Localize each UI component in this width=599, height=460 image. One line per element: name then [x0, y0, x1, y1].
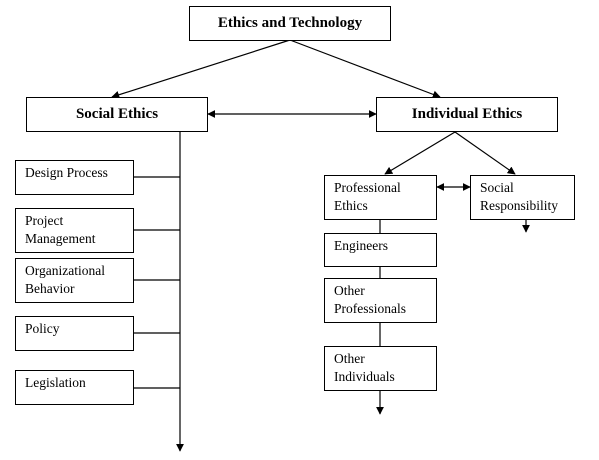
engineers-node: Engineers	[324, 233, 437, 267]
social-ethics-label: Social Ethics	[75, 106, 159, 122]
other-professionals-label: Other Professionals	[334, 283, 406, 316]
engineers-label: Engineers	[334, 238, 388, 253]
arrow-root-to-individual	[289, 39, 441, 99]
arrow-root-to-social	[111, 39, 291, 99]
project-management-label: Project Management	[25, 213, 96, 246]
social-ethics-node: Social Ethics	[26, 97, 208, 132]
legislation-label: Legislation	[25, 375, 86, 390]
individual-ethics-node: Individual Ethics	[376, 97, 558, 132]
project-management-node: Project Management	[15, 208, 134, 253]
arrow-individual-to-professional	[384, 131, 456, 175]
policy-node: Policy	[15, 316, 134, 351]
arrow-individual-to-responsibility	[454, 131, 516, 175]
other-individuals-label: Other Individuals	[334, 351, 395, 384]
root-node: Ethics and Technology	[189, 6, 391, 41]
root-label: Ethics and Technology	[217, 15, 363, 31]
professional-ethics-node: Professional Ethics	[324, 175, 437, 220]
other-professionals-node: Other Professionals	[324, 278, 437, 323]
policy-label: Policy	[25, 321, 60, 336]
individual-ethics-label: Individual Ethics	[411, 106, 523, 122]
design-process-label: Design Process	[25, 165, 108, 180]
professional-ethics-label: Professional Ethics	[334, 180, 401, 213]
legislation-node: Legislation	[15, 370, 134, 405]
social-responsibility-node: Social Responsibility	[470, 175, 575, 220]
social-responsibility-label: Social Responsibility	[480, 180, 559, 213]
other-individuals-node: Other Individuals	[324, 346, 437, 391]
organizational-behavior-node: Organizational Behavior	[15, 258, 134, 303]
organizational-behavior-label: Organizational Behavior	[25, 263, 105, 296]
design-process-node: Design Process	[15, 160, 134, 195]
